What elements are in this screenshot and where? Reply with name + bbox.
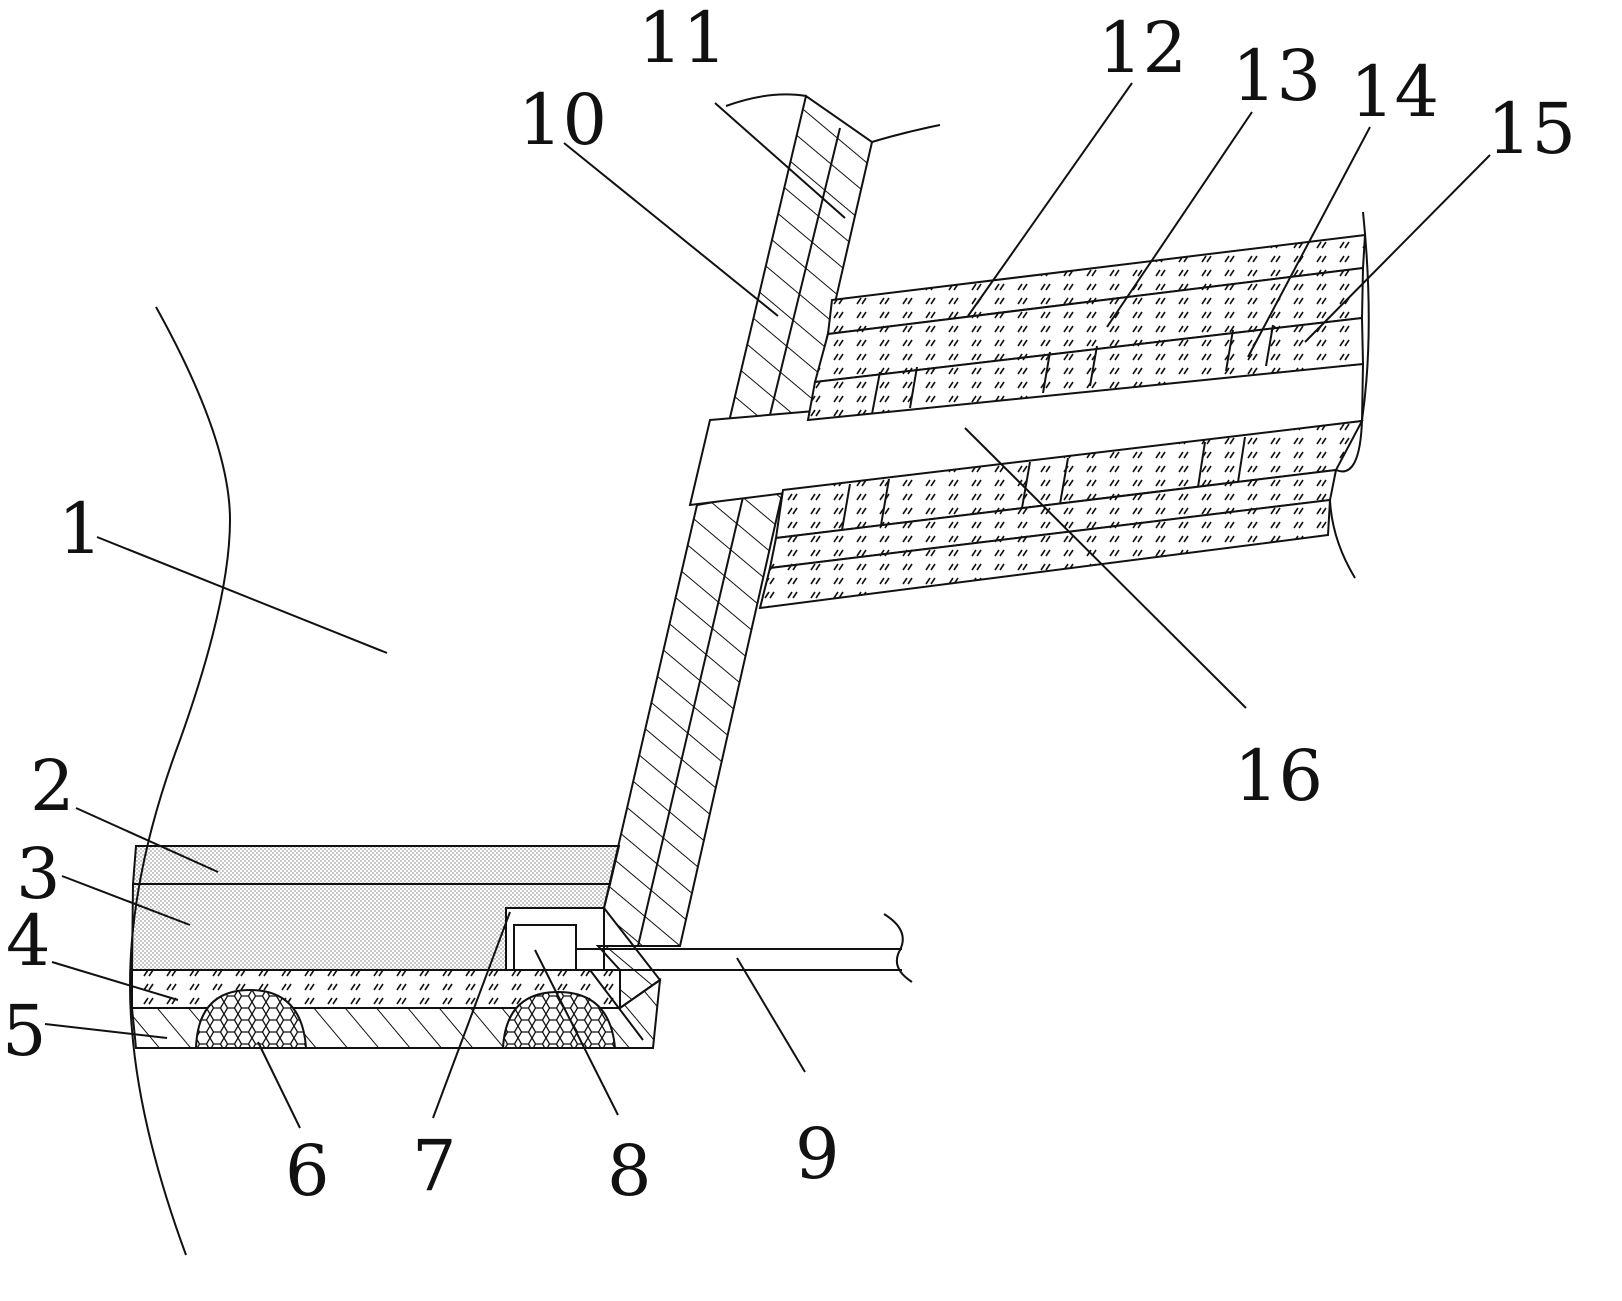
wall-lower (595, 488, 785, 1010)
pipe-9 (576, 913, 913, 983)
layer-lower-c (758, 498, 1332, 610)
label-12: 12 (1098, 7, 1187, 89)
layer-2 (131, 845, 621, 885)
box-8 (513, 924, 577, 971)
element-6-right (501, 990, 617, 1049)
label-13: 13 (1232, 35, 1321, 117)
label-9: 9 (795, 1113, 840, 1195)
label-10: 10 (518, 79, 607, 161)
body-1-outline (129, 306, 232, 1256)
label-8: 8 (607, 1130, 652, 1212)
label-15: 15 (1487, 88, 1576, 170)
label-1: 1 (58, 488, 103, 570)
label-3: 3 (16, 833, 61, 915)
number-labels: 1 2 3 4 5 6 7 8 9 10 11 12 13 14 15 16 (2, 0, 1576, 1212)
label-6: 6 (285, 1130, 330, 1212)
label-4: 4 (6, 900, 51, 982)
label-7: 7 (412, 1125, 457, 1207)
label-14: 14 (1350, 51, 1439, 133)
dividers (841, 324, 1274, 531)
element-6-left (194, 988, 308, 1049)
label-11: 11 (638, 0, 727, 79)
layer-14 (806, 316, 1365, 422)
label-16: 16 (1234, 735, 1323, 817)
label-5: 5 (2, 990, 47, 1072)
base-layers (130, 845, 662, 1049)
leader-lines (44, 82, 1491, 1129)
label-2: 2 (30, 745, 75, 827)
upper-layers (758, 211, 1370, 610)
